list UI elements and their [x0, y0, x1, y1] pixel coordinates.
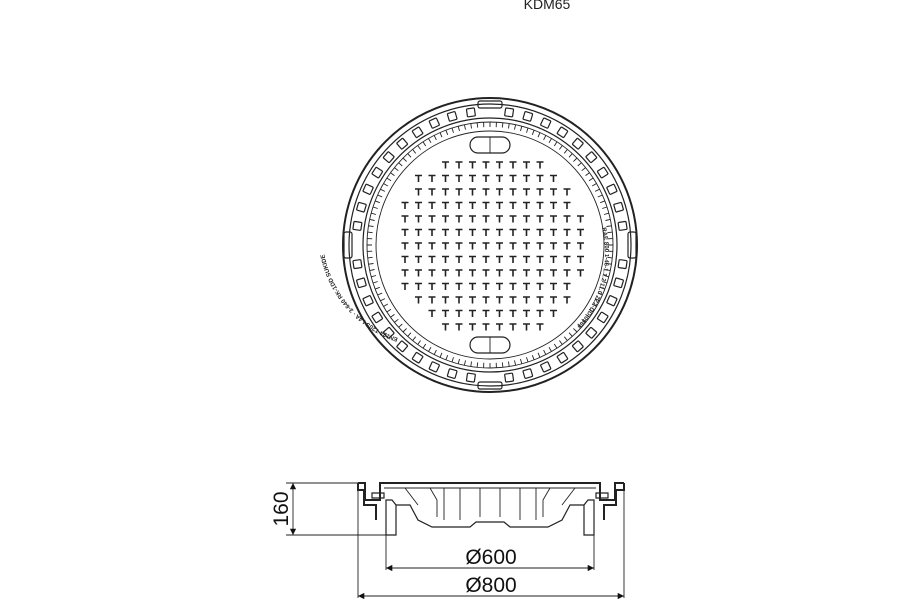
frame-slot [352, 220, 363, 231]
anti-slip-t-pattern [401, 161, 584, 331]
t-pattern-marks [401, 161, 584, 331]
frame-slot [606, 183, 618, 195]
inner-diameter-label: Ø600 [465, 546, 516, 569]
frame-slot [382, 326, 395, 339]
frame-slot [585, 326, 598, 339]
frame-slot [446, 368, 458, 379]
frame-slot [371, 166, 384, 179]
section-frame-left [357, 483, 377, 520]
right-hinge-lug [627, 231, 637, 259]
frame-slot [617, 259, 628, 270]
frame-slot [504, 107, 515, 118]
frame-slot [585, 151, 598, 164]
left-hinge-lug [343, 231, 353, 259]
frame-slot [428, 117, 440, 129]
height-dimension-label: 160 [270, 491, 293, 526]
cover-section-view: 160 Ø600 Ø800 [270, 482, 625, 600]
frame-slot [613, 277, 624, 289]
frame-slot [596, 166, 609, 179]
frame-slot [371, 311, 384, 324]
section-inner-step [371, 492, 609, 499]
frame-slot [411, 126, 424, 139]
outer-diameter-label: Ø800 [465, 574, 516, 597]
outer-frame-circle [342, 97, 638, 393]
bottom-frame-lug [477, 381, 503, 390]
cover-rim-circle [362, 117, 618, 373]
cover-plan-view: EN124 T20S L4A · 3-640 RK-1DD SUKIDE RAE… [320, 97, 638, 393]
section-top-outline [358, 482, 624, 501]
frame-slot [540, 361, 552, 373]
frame-slot [382, 151, 395, 164]
frame-slot [362, 295, 374, 307]
frame-slot [556, 126, 569, 139]
frame-slot [411, 351, 424, 364]
frame-slot [556, 351, 569, 364]
frame-slot [571, 340, 584, 353]
frame-slot [522, 111, 534, 122]
section-cover-ribs [404, 487, 576, 520]
frame-slot [352, 259, 363, 270]
section-wall-right [583, 499, 595, 536]
frame-slot [617, 220, 628, 231]
frame-slot [446, 111, 458, 122]
frame-slot [356, 277, 367, 289]
frame-slot [606, 295, 618, 307]
frame-slot [396, 340, 409, 353]
frame-slot [356, 201, 367, 213]
top-lifting-hole [469, 136, 511, 154]
frame-slot [428, 361, 440, 373]
cover-serration-ring [367, 122, 613, 368]
frame-slot-ring [352, 107, 628, 383]
frame-slot [571, 137, 584, 150]
frame-slot [465, 372, 476, 383]
drawing-title: KDM65 [524, 0, 571, 12]
frame-slot [465, 107, 476, 118]
frame-slot [362, 183, 374, 195]
section-wall-left [385, 499, 397, 536]
section-cover-body [396, 504, 584, 528]
frame-slot [613, 201, 624, 213]
frame-slot [504, 372, 515, 383]
cover-lettering-circle [375, 130, 605, 360]
section-frame-right [603, 483, 625, 520]
frame-slot [396, 137, 409, 150]
top-frame-lug [477, 100, 503, 109]
bottom-lifting-hole [469, 336, 511, 354]
frame-inner-circle [348, 103, 632, 387]
frame-slot [596, 311, 609, 324]
frame-slot [522, 368, 534, 379]
frame-slot [540, 117, 552, 129]
serration-teeth [367, 122, 613, 368]
